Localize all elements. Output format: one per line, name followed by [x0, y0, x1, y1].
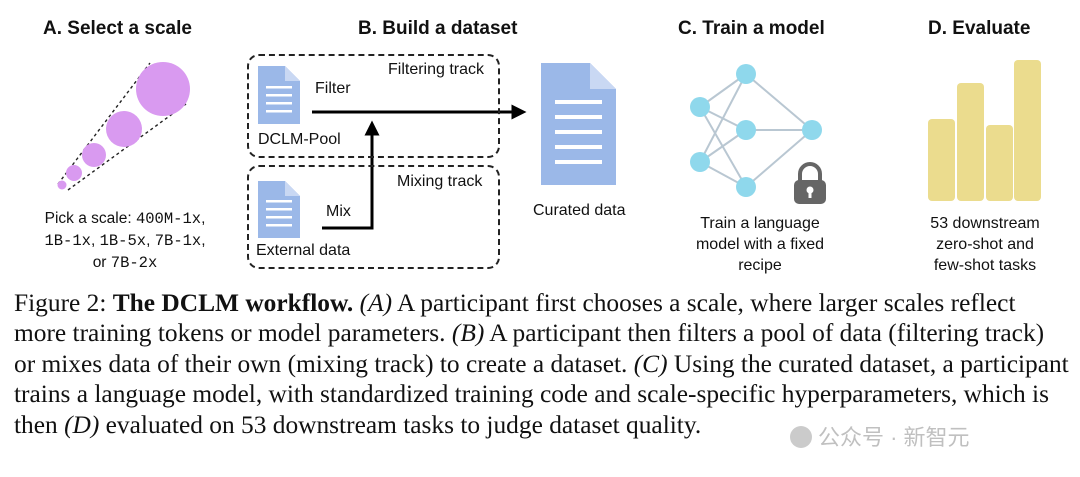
train-description: Train a language model with a fixed reci… [695, 215, 825, 274]
scale-options: Pick a scale: 400M-1x, 1B-1x, 1B-5x, 7B-… [44, 210, 206, 272]
filtering-track-box [247, 54, 500, 158]
panel-c-header: C. Train a model [678, 18, 825, 39]
scale-option: 1B-5x [99, 232, 147, 250]
mixing-track-box [247, 165, 500, 269]
filter-label: Filter [315, 80, 351, 97]
scale-circle-s [66, 165, 82, 181]
scale-option: 1B-1x [44, 232, 91, 250]
eval-bar [986, 125, 1013, 201]
eval-bar [928, 119, 955, 201]
network-node [736, 120, 756, 140]
external-document-icon [258, 181, 300, 238]
panel-b-header: B. Build a dataset [358, 18, 518, 39]
wechat-icon [790, 426, 812, 448]
mixing-track-label: Mixing track [397, 173, 483, 190]
scale-option: 400M-1x [135, 210, 202, 228]
scale-circle-xl [136, 62, 190, 116]
scale-circle-xs [57, 180, 67, 190]
eval-bar [957, 83, 984, 201]
scale-option: 7B-2x [110, 254, 158, 272]
caption-title: The DCLM workflow. [112, 289, 354, 317]
network-node [736, 177, 756, 197]
scale-circle-m [82, 143, 106, 167]
mix-label: Mix [326, 203, 351, 220]
eval-bar [1014, 60, 1041, 201]
curated-document-icon [541, 63, 616, 185]
network-edges [699, 73, 813, 188]
scale-option: 7B-1x [154, 232, 202, 250]
network-node [690, 97, 710, 117]
evaluation-bars [928, 60, 1041, 201]
external-data-label: External data [256, 242, 351, 259]
pool-document-icon [258, 66, 300, 124]
lock-icon [794, 162, 826, 204]
panel-d-header: D. Evaluate [928, 18, 1031, 39]
filtering-track-label: Filtering track [388, 61, 485, 78]
evaluate-description: 53 downstream zero-shot and few-shot tas… [930, 215, 1040, 274]
scale-circle-l [106, 111, 142, 147]
scale-cone [57, 62, 187, 191]
network-node [690, 152, 710, 172]
watermark: 公众号 · 新智元 [790, 420, 970, 452]
network-node [802, 120, 822, 140]
curated-data-label: Curated data [533, 202, 626, 219]
figure-caption: Figure 2: The DCLM workflow. (A) A parti… [14, 289, 1069, 439]
network-node [736, 64, 756, 84]
panel-a-header: A. Select a scale [43, 18, 192, 39]
pool-label: DCLM-Pool [258, 131, 341, 148]
flow-arrows [312, 104, 527, 230]
workflow-figure [57, 60, 1041, 238]
